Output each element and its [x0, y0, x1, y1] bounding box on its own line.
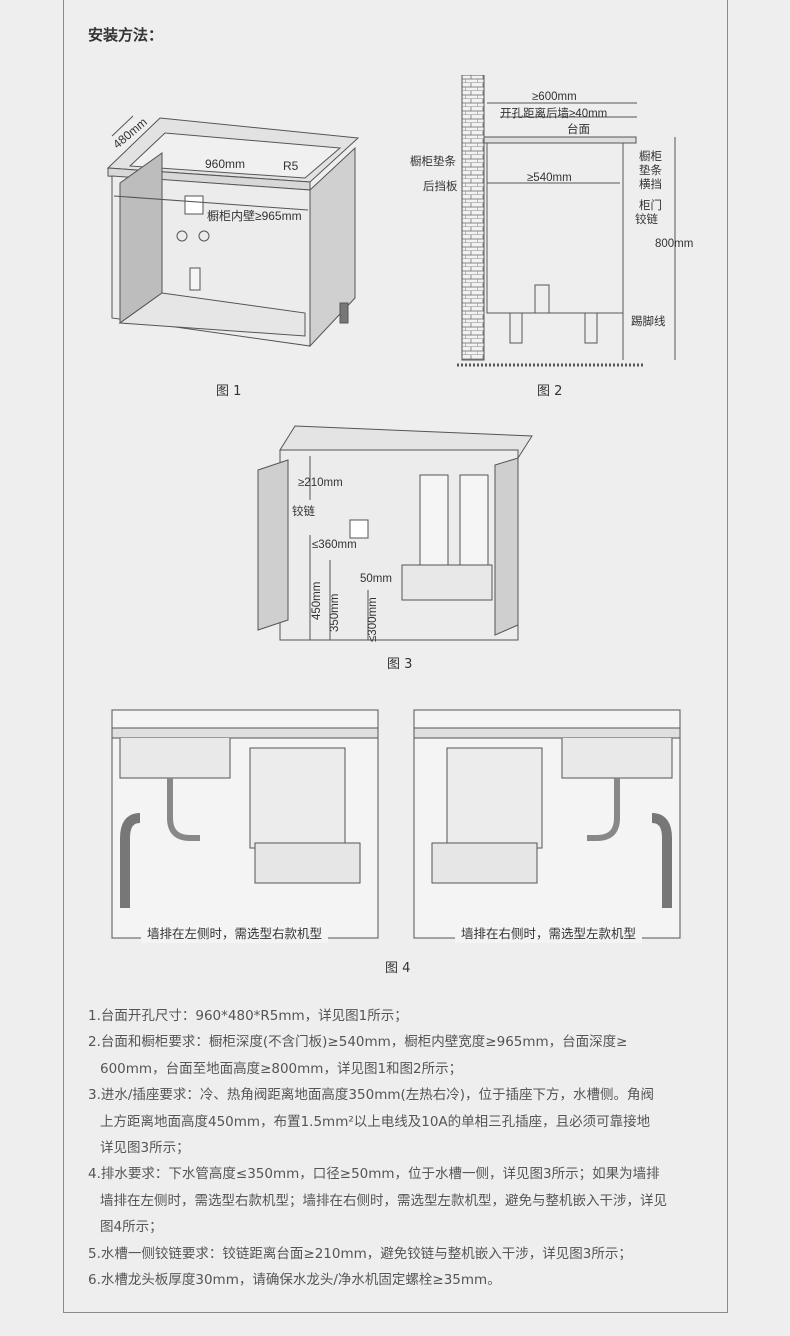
fig2-kickboard: 踢脚线	[631, 314, 666, 328]
fig2-hole-to-wall: 开孔距离后墙≥40mm	[500, 106, 607, 120]
fig1-width-label: 960mm	[205, 157, 245, 171]
fig3-hinge: 铰链	[292, 504, 315, 518]
fig3-side-dist: ≤360mm	[312, 539, 357, 551]
figure-1-caption: 图 1	[216, 384, 242, 399]
note-4: 4.排水要求：下水管高度≤350mm，口径≥50mm，位于水槽一侧，详见图3所示…	[88, 1166, 660, 1183]
fig2-height: 800mm	[655, 238, 693, 250]
figure-4-left-drain	[111, 709, 379, 939]
fig2-door-hinge-2: 铰链	[635, 212, 658, 226]
fig3-h450: 450mm	[311, 582, 323, 620]
fig3-h350: 350mm	[329, 594, 341, 632]
fig2-crossbar: 横挡	[639, 177, 662, 191]
note-3: 3.进水/插座要求：冷、热角阀距离地面高度350mm(左热右冷)，位于插座下方，…	[88, 1087, 655, 1104]
fig2-back-panel: 后挡板	[423, 179, 458, 193]
note-3-cont-2: 详见图3所示；	[100, 1140, 190, 1157]
fig3-pipe-dia: 50mm	[360, 573, 392, 585]
note-5: 5.水槽一侧铰链要求：铰链距离台面≥210mm，避免铰链与整机嵌入干涉，详见图3…	[88, 1245, 632, 1262]
figure-4-right-caption: 墙排在右侧时，需选型左款机型	[455, 922, 643, 943]
note-1: 1.台面开孔尺寸：960*480*R5mm，详见图1所示；	[88, 1008, 408, 1024]
fig2-door-hinge-1: 柜门	[639, 198, 662, 212]
note-3-cont: 上方距离地面高度450mm，布置1.5mm²以上电线及10A的单相三孔插座，且必…	[100, 1113, 651, 1130]
figure-3-front-view: ≥210mm 铰链 ≤360mm 450mm 350mm 50mm ≤300mm	[257, 425, 533, 642]
fig2-strip-left: 橱柜垫条	[410, 154, 456, 168]
figure-1-cabinet-cutout: 480mm 960mm R5 橱柜内壁≥965mm	[106, 115, 360, 348]
figure-2-side-view: ≥600mm 开孔距离后墙≥40mm 台面 橱柜垫条 后挡板 ≥540mm 橱柜…	[410, 75, 693, 367]
figure-2-caption: 图 2	[537, 384, 563, 399]
content-frame	[63, 0, 728, 1313]
figure-4-right-drain	[413, 709, 681, 939]
fig3-h300: ≤300mm	[367, 597, 379, 642]
figure-4-left-caption: 墙排在左侧时，需选型右款机型	[141, 922, 329, 943]
fig2-strip-right-2: 垫条	[639, 163, 662, 177]
fig2-strip-right-1: 橱柜	[639, 149, 662, 163]
note-4-cont-2: 图4所示；	[100, 1219, 163, 1236]
section-title: 安装方法：	[88, 26, 164, 44]
fig2-countertop: 台面	[567, 122, 590, 136]
figure-4-caption: 图 4	[385, 961, 411, 976]
note-4-cont: 墙排在左侧时，需选型右款机型；墙排在右侧时，需选型左款机型，避免与整机嵌入干涉，…	[100, 1192, 667, 1209]
fig2-top-depth: ≥600mm	[532, 91, 577, 103]
fig3-hinge-dist: ≥210mm	[298, 477, 343, 489]
note-2: 2.台面和橱柜要求：橱柜深度(不含门板)≥540mm，橱柜内壁宽度≥965mm，…	[88, 1034, 628, 1051]
note-6: 6.水槽龙头板厚度30mm，请确保水龙头/净水机固定螺栓≥35mm。	[88, 1272, 501, 1289]
installation-notes: 1.台面开孔尺寸：960*480*R5mm，详见图1所示； 2.台面和橱柜要求：…	[88, 1003, 718, 1293]
fig1-radius-label: R5	[283, 159, 299, 173]
fig2-cabinet-depth: ≥540mm	[527, 172, 572, 184]
note-2-cont: 600mm，台面至地面高度≥800mm，详见图1和图2所示；	[100, 1060, 463, 1077]
fig1-inner-wall-label: 橱柜内壁≥965mm	[207, 208, 302, 223]
figure-3-caption: 图 3	[387, 657, 413, 672]
